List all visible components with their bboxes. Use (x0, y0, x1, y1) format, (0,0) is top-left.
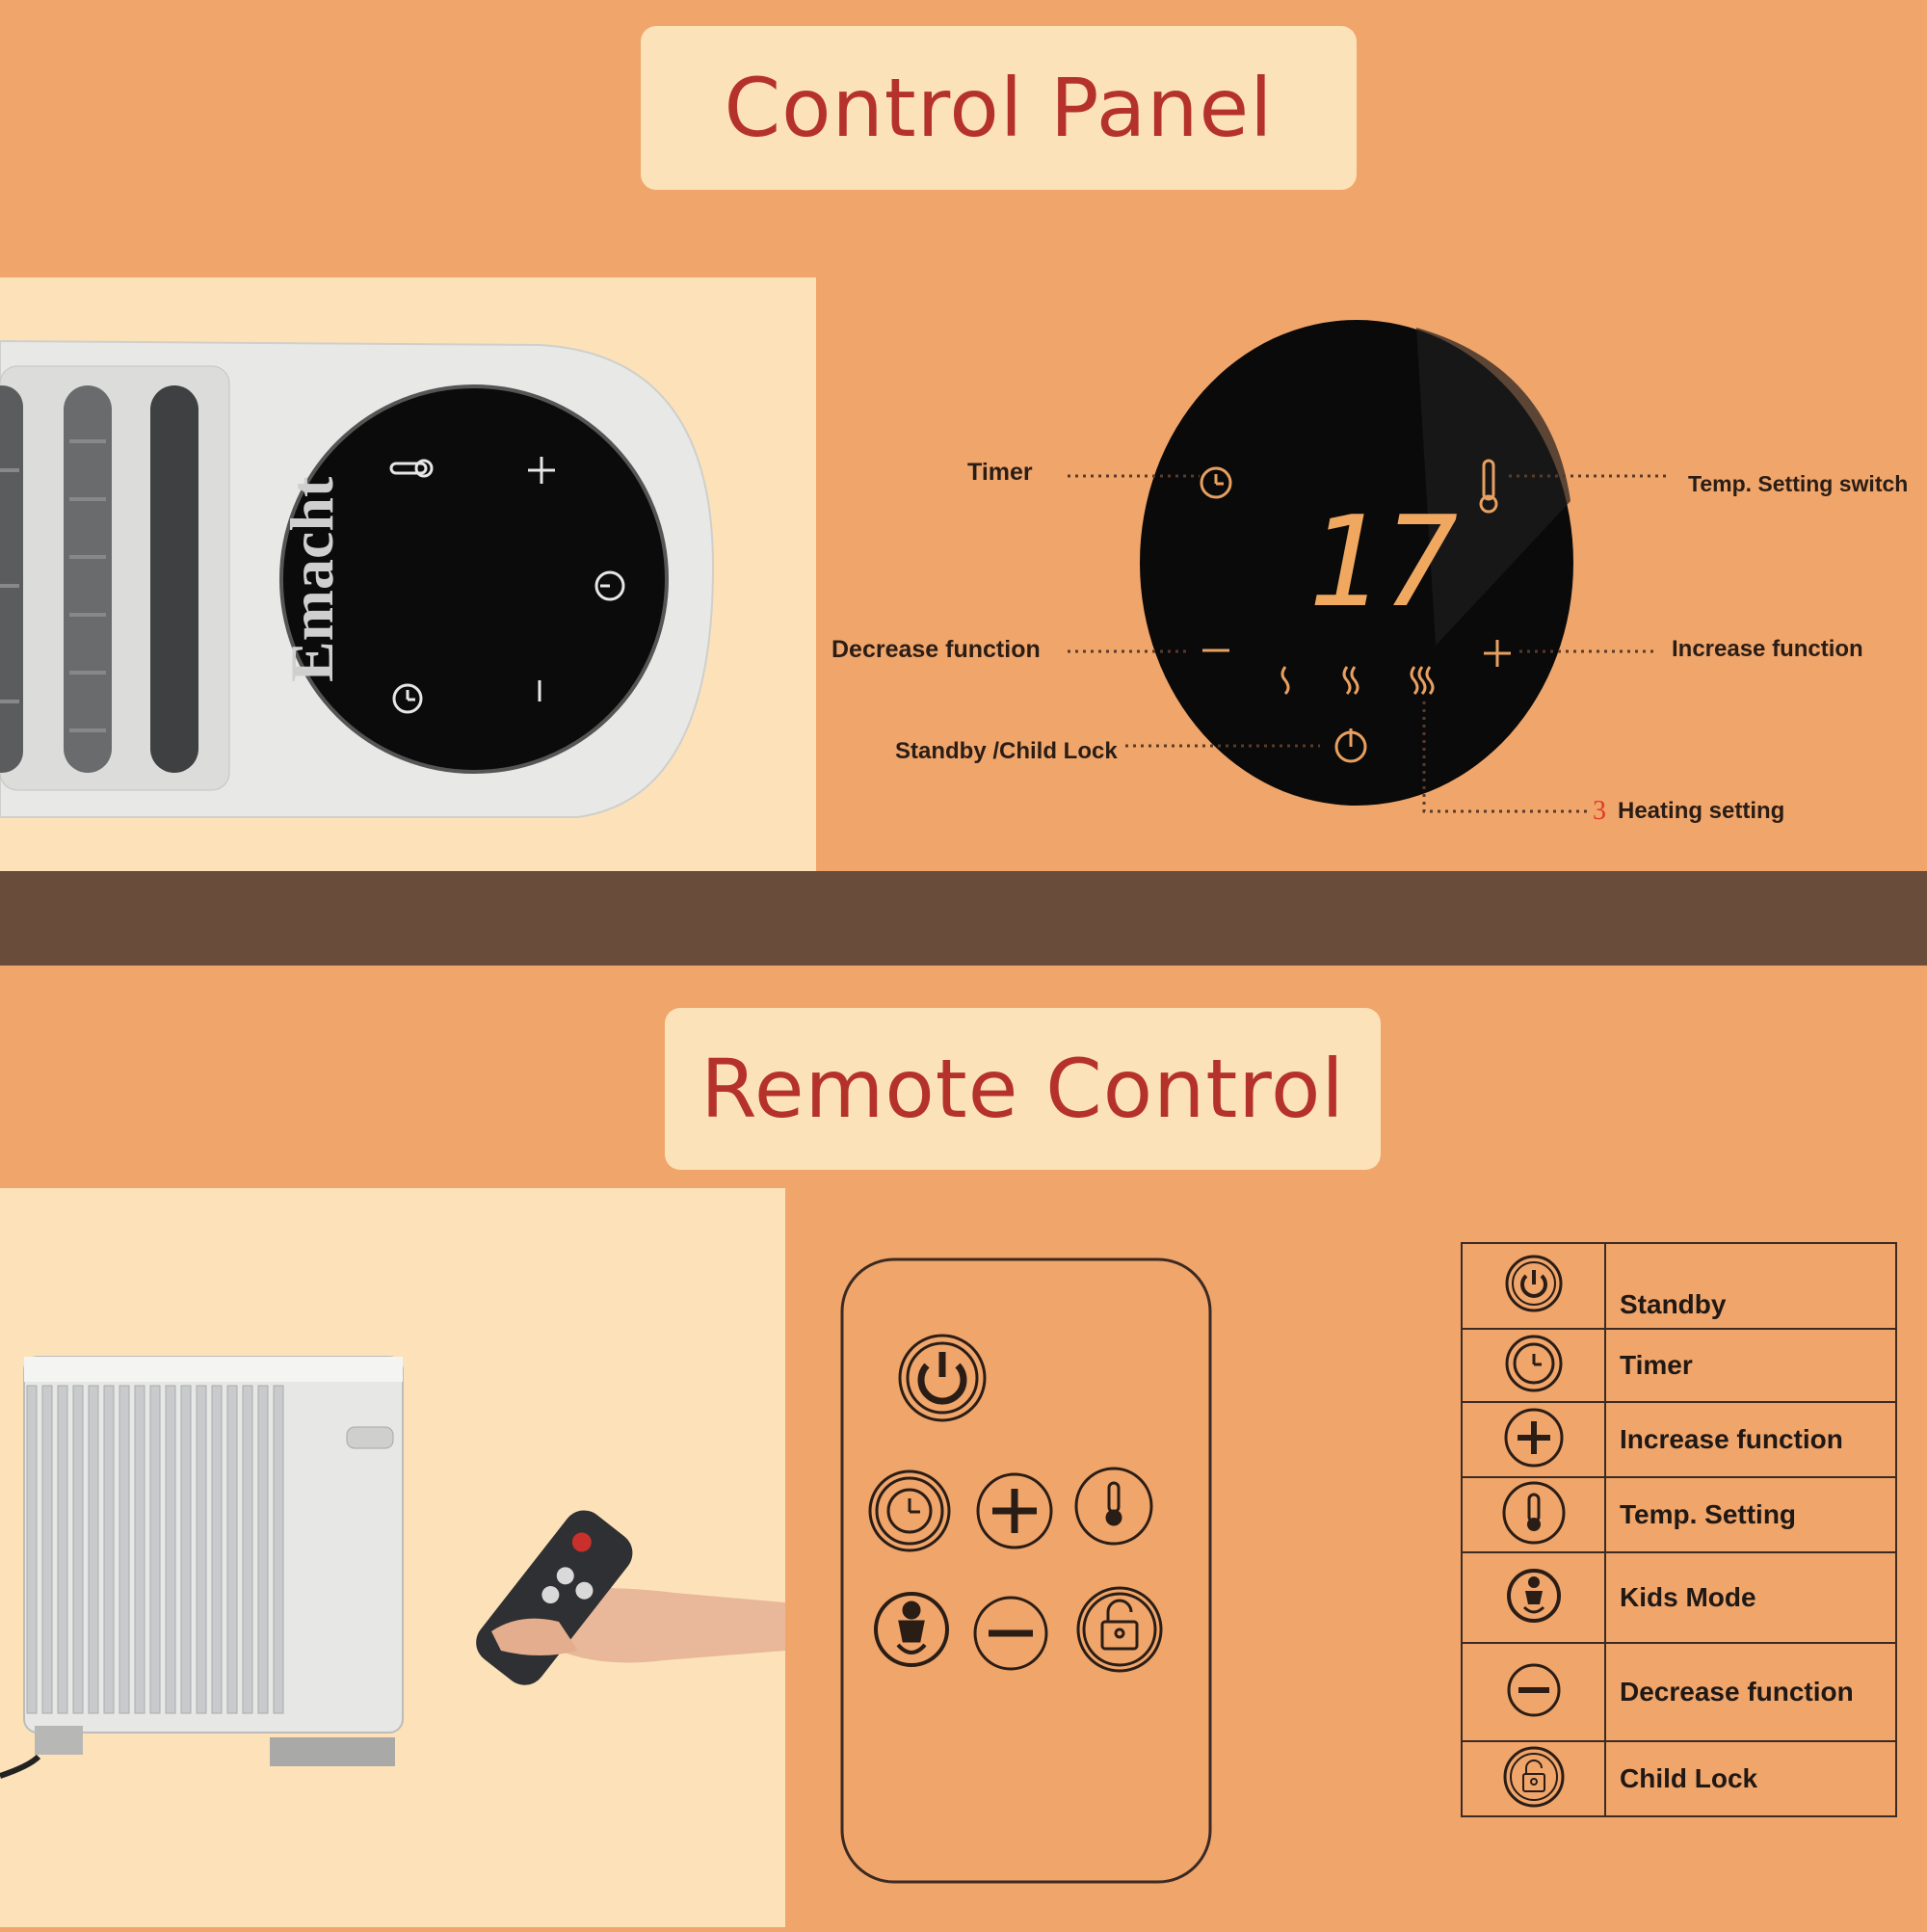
remote-control-diagram (840, 1257, 1212, 1884)
legend-row: Increase function (1461, 1401, 1897, 1478)
label-decrease: Decrease function (832, 636, 1041, 663)
label-standby: Standby /Child Lock (895, 738, 1118, 764)
plus-icon (1504, 1408, 1563, 1467)
legend-label: Increase function (1604, 1401, 1897, 1478)
lock-icon (1503, 1746, 1564, 1807)
legend-label: Decrease function (1604, 1642, 1897, 1742)
legend-label: Kids Mode (1604, 1551, 1897, 1644)
label-timer: Timer (967, 459, 1033, 486)
label-temp-switch: Temp. Setting switch (1688, 471, 1909, 496)
remote-temp-button[interactable] (1074, 1467, 1153, 1546)
minus-icon (1507, 1663, 1560, 1716)
legend-icon-cell (1461, 1242, 1606, 1330)
remote-kids-button[interactable] (874, 1592, 949, 1667)
legend-icon-cell (1461, 1740, 1606, 1817)
legend-label: Timer (1604, 1328, 1897, 1403)
legend-row: Temp. Setting (1461, 1476, 1897, 1553)
legend-icon-cell (1461, 1642, 1606, 1742)
panel-timer-icon (1200, 466, 1232, 499)
legend-icon-cell (1461, 1476, 1606, 1553)
heat-level-2-icon (1342, 666, 1359, 696)
control-panel-diagram: 17 (1068, 320, 1669, 813)
control-panel-title-box: Control Panel (641, 26, 1357, 190)
remote-control-title-box: Remote Control (665, 1008, 1381, 1170)
remote-power-button[interactable] (898, 1334, 987, 1422)
panel-display-value: 17 (1307, 489, 1459, 635)
control-panel-title: Control Panel (724, 61, 1274, 155)
legend-row: Decrease function (1461, 1642, 1897, 1742)
remote-minus-button[interactable] (973, 1596, 1048, 1671)
legend-icon-cell (1461, 1551, 1606, 1644)
label-increase: Increase function (1672, 636, 1863, 662)
label-heating: Heating setting (1618, 798, 1785, 824)
remote-plus-button[interactable] (976, 1472, 1053, 1549)
heater-remote-photo (0, 1356, 785, 1779)
legend-row: Child Lock (1461, 1740, 1897, 1817)
legend-row: Kids Mode (1461, 1551, 1897, 1644)
power-icon (1505, 1255, 1562, 1312)
panel-thermometer-icon (1482, 459, 1495, 501)
legend-label: Child Lock (1604, 1740, 1897, 1817)
heater-panel-photo: Emacht (0, 339, 715, 818)
remote-control-title: Remote Control (700, 1042, 1345, 1136)
heat-level-1-icon (1280, 666, 1290, 696)
remote-lock-button[interactable] (1076, 1586, 1163, 1673)
legend-icon-cell (1461, 1328, 1606, 1403)
remote-timer-button[interactable] (868, 1469, 951, 1552)
panel-brand-text: Emacht (277, 476, 346, 682)
legend-row: Timer (1461, 1328, 1897, 1403)
legend-label: Standby (1604, 1242, 1897, 1330)
thermometer-icon (1502, 1481, 1565, 1544)
legend-icon-cell (1461, 1401, 1606, 1478)
remote-photo-area (0, 1188, 785, 1927)
remote-legend-table: Standby Timer Increase function (1461, 1242, 1897, 1817)
legend-label: Temp. Setting (1604, 1476, 1897, 1553)
kids-icon (1506, 1568, 1561, 1623)
legend-row: Standby (1461, 1242, 1897, 1330)
label-heating-number: 3 (1593, 796, 1606, 826)
panel-photo-area: Emacht (0, 278, 816, 871)
section-divider (0, 871, 1927, 966)
clock-icon (1505, 1335, 1562, 1391)
heat-level-3-icon (1410, 666, 1435, 696)
